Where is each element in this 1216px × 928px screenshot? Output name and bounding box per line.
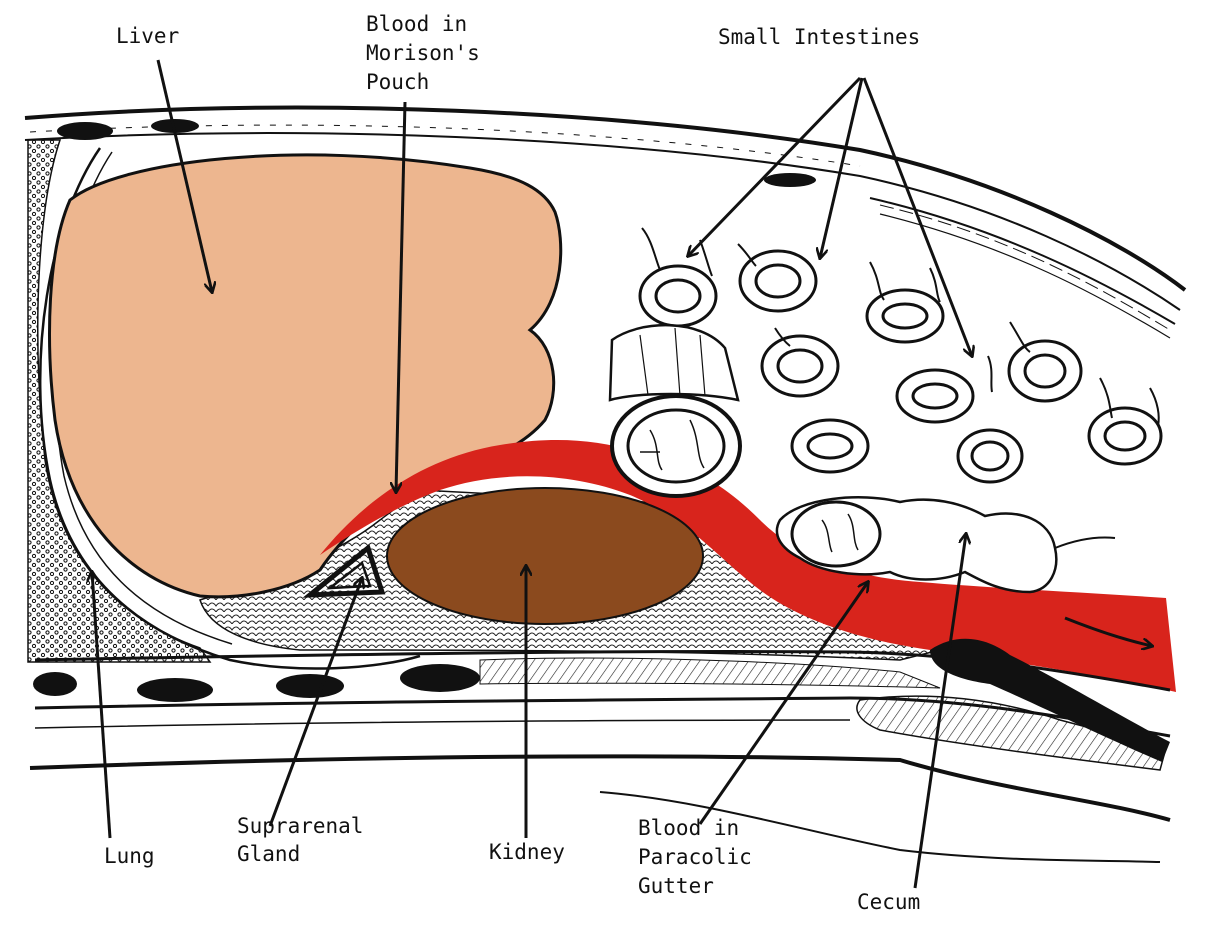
- label-paracolic-gutter-line2: Paracolic: [638, 845, 752, 869]
- label-kidney: Kidney: [489, 840, 565, 864]
- label-paracolic-gutter-line3: Gutter: [638, 874, 714, 898]
- pleura-lining: [38, 147, 421, 670]
- psoas-muscle: [479, 657, 941, 689]
- small-intestine-loops: [638, 249, 1163, 484]
- rib-sections-bottom: [33, 664, 480, 702]
- label-suprarenal-gland-line1: Suprarenal: [237, 814, 364, 838]
- blood-morisons-pouch-paracolic-gutter: [320, 440, 1176, 692]
- arrow-paracolic-gutter: [698, 582, 868, 825]
- label-liver: Liver: [116, 24, 180, 48]
- arrow-small-intestines-3: [862, 77, 972, 356]
- label-paracolic-gutter-line1: Blood in: [638, 816, 740, 840]
- label-morisons-pouch-line3: Pouch: [366, 70, 430, 94]
- label-small-intestines: Small Intestines: [718, 25, 921, 49]
- arrow-liver: [156, 59, 212, 292]
- label-suprarenal-gland-line2: Gland: [237, 842, 301, 866]
- rib-sections-top: [57, 119, 816, 187]
- arrow-lung: [92, 572, 112, 839]
- arrow-small-intestines-2: [820, 77, 864, 258]
- kidney: [386, 487, 704, 625]
- arrow-cecum: [913, 534, 966, 889]
- ascending-colon: [608, 324, 742, 498]
- blood-flow-arrow: [1064, 616, 1152, 646]
- suprarenal-gland: [302, 543, 386, 598]
- cecum: [775, 496, 1116, 594]
- posterior-wall: [29, 650, 1171, 863]
- iliacus-muscle: [856, 695, 1167, 771]
- arrow-morisons-pouch: [396, 101, 407, 492]
- leader-arrows: [92, 59, 972, 889]
- body-wall-top: [24, 105, 1187, 339]
- label-morisons-pouch-line2: Morison's: [366, 41, 480, 65]
- label-morisons-pouch-line1: Blood in: [366, 12, 468, 36]
- label-cecum: Cecum: [857, 890, 921, 914]
- label-lung: Lung: [104, 844, 155, 868]
- mesentery-strands: [641, 227, 1160, 427]
- arrow-small-intestines-1: [688, 76, 862, 256]
- arrow-suprarenal-gland: [268, 578, 362, 827]
- iliac-bone: [930, 638, 1170, 762]
